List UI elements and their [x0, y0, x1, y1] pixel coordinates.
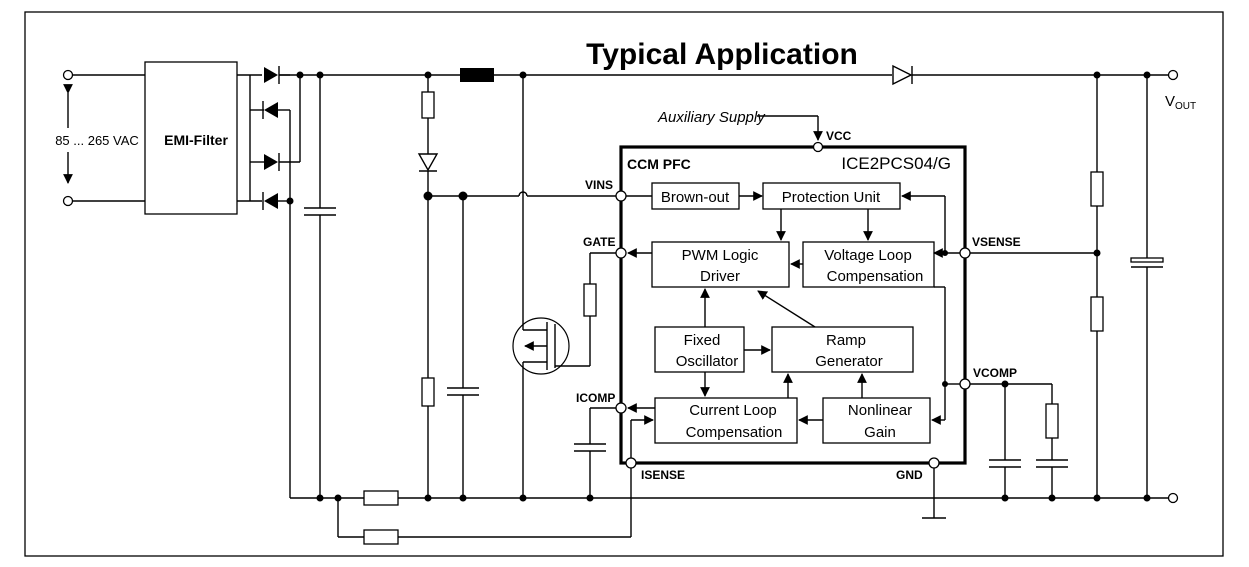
- brownout-label: Brown-out: [661, 189, 730, 206]
- pwm-label-2: Driver: [700, 268, 740, 285]
- figure-frame: [24, 11, 1224, 557]
- aux-supply-label: Auxiliary Supply: [657, 109, 766, 126]
- pin-vcc-label: VCC: [826, 129, 852, 143]
- diagram-title: Typical Application: [586, 38, 858, 71]
- nonlinear-gain-block: [822, 397, 931, 444]
- power-mosfet: [512, 75, 616, 498]
- pin-vcomp: [959, 378, 971, 390]
- emi-filter-label: EMI-Filter: [164, 132, 228, 148]
- ramp-generator-block: [771, 326, 914, 373]
- vcomp-network: [970, 380, 1068, 498]
- ic-part-label: ICE2PCS04/G: [841, 154, 951, 173]
- boost-inductor: [460, 68, 494, 82]
- pin-icomp-label: ICOMP: [576, 391, 615, 405]
- pin-vins-label: VINS: [585, 178, 613, 192]
- shunt-resistor: [363, 490, 399, 506]
- pin-vsense: [959, 247, 971, 259]
- osc-label-2: Oscillator: [676, 353, 739, 370]
- input-voltage-label: 85 ... 265 VAC: [55, 133, 139, 148]
- pin-vcc: [812, 141, 824, 153]
- pin-vins: [615, 190, 627, 202]
- pin-vcomp-label: VCOMP: [973, 366, 1017, 380]
- vout-label: VOUT: [1165, 93, 1196, 112]
- output-capacitor: [1130, 75, 1164, 498]
- voltage-loop-block: [802, 241, 935, 288]
- current-loop-label-2: Compensation: [686, 424, 783, 441]
- nonlinear-label-1: Nonlinear: [848, 402, 912, 419]
- ic-family-label: CCM PFC: [627, 156, 691, 172]
- pin-gnd-label: GND: [896, 468, 923, 482]
- pin-isense-label: ISENSE: [641, 468, 685, 482]
- osc-label-1: Fixed: [684, 332, 721, 349]
- internal-connections: [626, 191, 960, 458]
- current-loop-block: [654, 397, 798, 444]
- ramp-label-1: Ramp: [826, 332, 866, 349]
- vins-divider: [417, 75, 616, 498]
- voltage-loop-label-1: Voltage Loop: [824, 247, 912, 264]
- isense-resistor: [363, 529, 399, 545]
- oscillator-block: [654, 326, 745, 373]
- pin-gate-label: GATE: [583, 235, 615, 249]
- pwm-driver-block: [651, 241, 790, 288]
- pin-icomp: [615, 402, 627, 414]
- ground-symbol: [922, 468, 946, 519]
- pin-gnd: [928, 457, 940, 469]
- icomp-capacitor: [574, 407, 616, 498]
- ac-input: 85 ... 265 VAC: [55, 69, 145, 207]
- bridge-rectifier: [237, 66, 301, 498]
- protection-unit-block: [762, 182, 901, 210]
- pwm-label-1: PWM Logic: [682, 247, 759, 264]
- vsense-divider: [1090, 75, 1104, 498]
- nonlinear-label-2: Gain: [864, 424, 896, 441]
- emi-filter-block: [144, 61, 238, 215]
- pin-vsense-label: VSENSE: [972, 235, 1021, 249]
- current-loop-label-1: Current Loop: [689, 402, 777, 419]
- input-capacitor: [304, 75, 336, 498]
- voltage-loop-label-2: Compensation: [827, 268, 924, 285]
- protection-unit-label: Protection Unit: [782, 189, 881, 206]
- pin-isense: [625, 457, 637, 469]
- ramp-label-2: Generator: [815, 353, 883, 370]
- pin-gate: [615, 247, 627, 259]
- boost-diode: [892, 64, 913, 86]
